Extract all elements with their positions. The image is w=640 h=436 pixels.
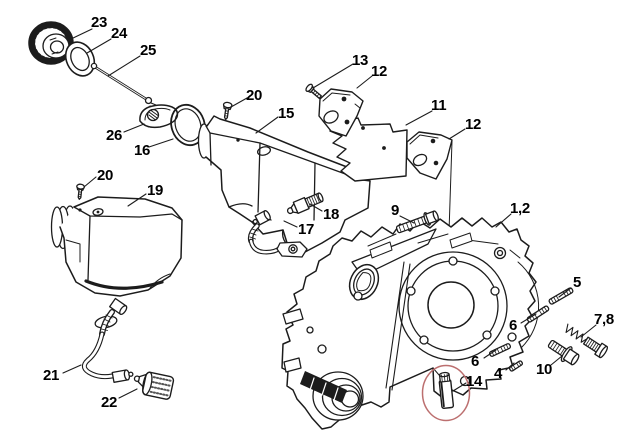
- part-20-screw-a: [222, 101, 233, 121]
- highlight-circle: [421, 364, 471, 422]
- leader-lines: [62, 28, 597, 399]
- part-label-18: 18: [323, 206, 340, 223]
- part-12-plate-a: [318, 88, 364, 137]
- part-24-sealing-ring: [64, 41, 96, 77]
- part-label-7-8: 7,8: [594, 311, 614, 328]
- part-label-10: 10: [536, 361, 553, 378]
- part-label-19: 19: [147, 182, 164, 199]
- part-label-20-left: 20: [97, 167, 114, 184]
- part-label-9: 9: [391, 202, 400, 219]
- part-23-cap: [28, 21, 74, 65]
- part-label-5: 5: [573, 274, 582, 291]
- part-label-22: 22: [101, 394, 118, 411]
- part-15-tank-housing-top: [197, 115, 371, 253]
- part-label-13: 13: [352, 52, 369, 69]
- part-18-fitting: [286, 192, 324, 215]
- part-label-14: 14: [466, 373, 483, 390]
- part-1-2-crankcase: [281, 217, 540, 430]
- part-12-plate-b: [406, 131, 453, 233]
- part-label-11: 11: [431, 97, 447, 114]
- part-17-hose-elbow: [247, 210, 308, 258]
- diagram-line-art: [28, 21, 609, 430]
- part-label-15: 15: [278, 105, 295, 122]
- part-25-rod: [90, 62, 157, 109]
- part-21-fuel-hose: [81, 297, 134, 383]
- part-label-25: 25: [140, 42, 157, 59]
- part-13-screw: [305, 83, 322, 99]
- part-20-screw-b: [76, 183, 86, 200]
- part-4-stud: [508, 360, 524, 372]
- part-label-26: 26: [106, 127, 123, 144]
- part-label-23: 23: [91, 14, 108, 31]
- part-11-gasket: [329, 117, 408, 182]
- part-22-fuel-filter: [133, 371, 175, 400]
- part-6-stud-a: [526, 305, 550, 323]
- part-19-fuel-tank: [50, 196, 183, 297]
- part-16-o-ring: [170, 103, 206, 147]
- part-7-8-screw-spring: [565, 323, 609, 359]
- part-10-screw: [547, 339, 580, 366]
- part-label-16: 16: [134, 142, 151, 159]
- part-label-6-lower: 6: [471, 353, 480, 370]
- part-label-6-upper: 6: [509, 317, 518, 334]
- part-label-24: 24: [111, 25, 128, 42]
- part-label-1-2: 1,2: [510, 200, 530, 217]
- part-26-grommet: [139, 104, 179, 129]
- part-label-20-top: 20: [246, 87, 263, 104]
- part-label-4: 4: [494, 365, 503, 382]
- part-14-plug: [438, 371, 455, 409]
- part-label-12-top: 12: [371, 63, 388, 80]
- part-label-17: 17: [298, 221, 315, 238]
- part-label-21: 21: [43, 367, 60, 384]
- part-6-stud-b: [488, 343, 512, 357]
- part-label-12-right: 12: [465, 116, 482, 133]
